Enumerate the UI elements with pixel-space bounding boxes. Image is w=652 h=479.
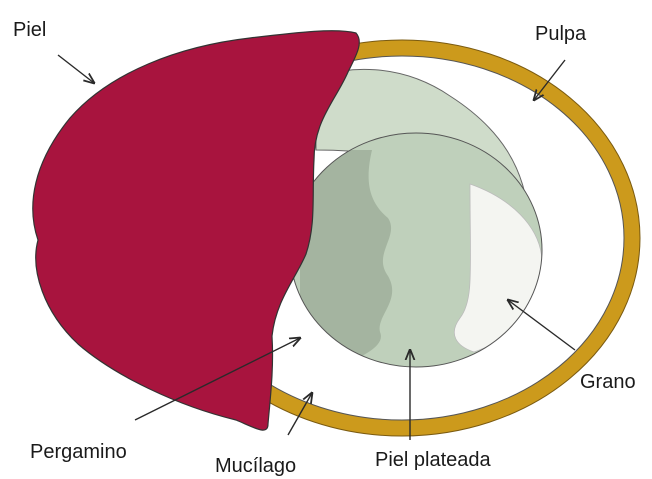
- label-grano: Grano: [580, 371, 636, 393]
- label-pulpa: Pulpa: [535, 23, 587, 45]
- label-mucilago: Mucílago: [215, 455, 296, 477]
- arrow-piel: [58, 55, 94, 83]
- label-piel-plateada: Piel plateada: [375, 449, 492, 471]
- label-piel: Piel: [13, 19, 46, 41]
- label-pergamino: Pergamino: [30, 441, 127, 463]
